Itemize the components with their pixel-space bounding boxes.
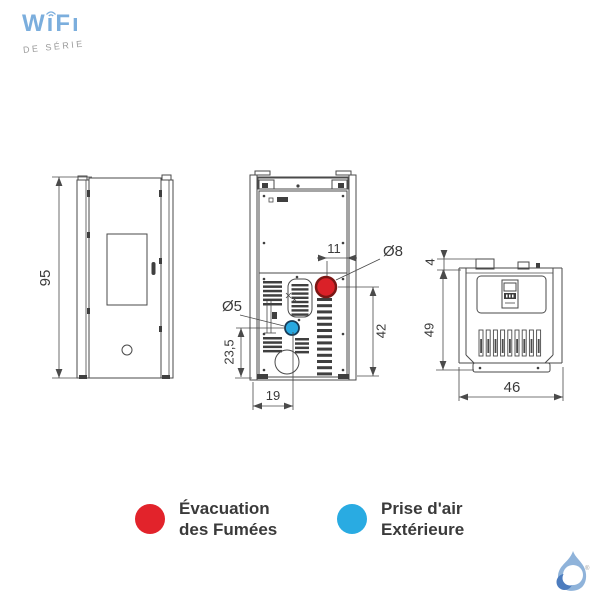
control-display: [503, 282, 517, 292]
side-knob: [121, 344, 133, 356]
dim-flue-offset-11: 11: [327, 241, 341, 256]
legend-flue-label: Évacuation des Fumées: [179, 499, 278, 539]
central-vent: [287, 278, 313, 318]
dim-height-95: 95: [37, 270, 54, 287]
dim-air-height-235: 23,5: [221, 339, 236, 364]
screws: [262, 194, 345, 372]
legend-blue-dot: [337, 504, 367, 534]
top-view: 4 49 46: [421, 250, 564, 401]
legend-item-flue: Évacuation des Fumées: [135, 497, 277, 541]
legend-air-label: Prise d'air Extérieure: [381, 499, 465, 539]
dim-tab-depth-4: 4: [422, 258, 437, 265]
control-panel: [501, 279, 519, 309]
dim-air-diameter-o5: Ø5: [222, 298, 242, 315]
dim-flue-height-42: 42: [373, 324, 388, 338]
front-panel-edge: [472, 362, 551, 373]
wifi-logo: WıFı DE SÉRIE: [22, 11, 142, 62]
dim-depth-49: 49: [421, 323, 436, 337]
air-intake-blue-circle: [284, 320, 300, 336]
legend-item-air: Prise d'air Extérieure: [337, 497, 464, 541]
side-window: [106, 233, 148, 306]
side-door-handle: [151, 262, 156, 275]
top-vent-slats: [478, 329, 542, 357]
rear-vent-slats: [263, 281, 332, 376]
rear-opening-circle: [274, 349, 300, 375]
dim-width-46: 46: [504, 379, 521, 396]
wifi-signal-icon: [46, 11, 56, 17]
registered-mark: ®: [585, 565, 590, 572]
rear-view: 11 Ø8 Ø5 23,5 42 19: [221, 170, 403, 410]
dim-air-offset-19: 19: [266, 388, 280, 403]
side-view: 95: [37, 174, 174, 379]
legend-red-dot: [135, 504, 165, 534]
rating-plate: [277, 197, 288, 202]
dim-flue-diameter-o8: Ø8: [383, 243, 403, 260]
droplet-brand-logo: ®: [556, 551, 590, 591]
flue-outlet-red-circle: [314, 275, 338, 299]
